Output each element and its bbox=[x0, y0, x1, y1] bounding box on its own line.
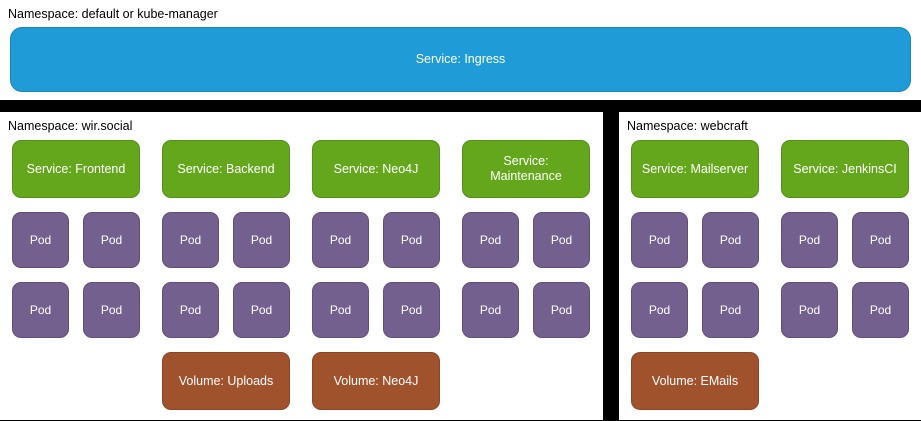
pod-node[interactable]: Pod bbox=[383, 212, 440, 268]
pod-node[interactable]: Pod bbox=[162, 212, 219, 268]
pod-node[interactable]: Pod bbox=[12, 282, 69, 338]
pod-node[interactable]: Pod bbox=[533, 212, 590, 268]
pod-node[interactable]: Pod bbox=[233, 282, 290, 338]
pod-node[interactable]: Pod bbox=[83, 212, 140, 268]
service-node-mailserver[interactable]: Service: Mailserver bbox=[631, 140, 759, 198]
pod-node[interactable]: Pod bbox=[781, 212, 838, 268]
pod-node[interactable]: Pod bbox=[781, 282, 838, 338]
pod-node[interactable]: Pod bbox=[462, 212, 519, 268]
pod-node[interactable]: Pod bbox=[631, 212, 688, 268]
pod-node[interactable]: Pod bbox=[12, 212, 69, 268]
pod-node[interactable]: Pod bbox=[702, 282, 759, 338]
namespace-label-webcraft: Namespace: webcraft bbox=[627, 119, 748, 133]
pod-node[interactable]: Pod bbox=[702, 212, 759, 268]
volume-node-neo4j[interactable]: Volume: Neo4J bbox=[312, 352, 440, 410]
pod-node[interactable]: Pod bbox=[852, 212, 909, 268]
service-node-maintenance[interactable]: Service: Maintenance bbox=[462, 140, 590, 198]
pod-node[interactable]: Pod bbox=[631, 282, 688, 338]
service-node-neo4j[interactable]: Service: Neo4J bbox=[312, 140, 440, 198]
pod-node[interactable]: Pod bbox=[233, 212, 290, 268]
service-node-ingress[interactable]: Service: Ingress bbox=[10, 27, 911, 92]
volume-node-uploads[interactable]: Volume: Uploads bbox=[162, 352, 290, 410]
service-node-frontend[interactable]: Service: Frontend bbox=[12, 140, 140, 198]
namespace-label-wir-social: Namespace: wir.social bbox=[8, 119, 133, 133]
pod-node[interactable]: Pod bbox=[83, 282, 140, 338]
pod-node[interactable]: Pod bbox=[533, 282, 590, 338]
pod-node[interactable]: Pod bbox=[462, 282, 519, 338]
service-node-backend[interactable]: Service: Backend bbox=[162, 140, 290, 198]
namespace-panel-default: Namespace: default or kube-manager Servi… bbox=[0, 0, 921, 100]
pod-node[interactable]: Pod bbox=[312, 212, 369, 268]
pod-node[interactable]: Pod bbox=[312, 282, 369, 338]
pod-node[interactable]: Pod bbox=[852, 282, 909, 338]
pod-node[interactable]: Pod bbox=[162, 282, 219, 338]
service-node-jenkinsci[interactable]: Service: JenkinsCI bbox=[781, 140, 909, 198]
namespace-label-default: Namespace: default or kube-manager bbox=[8, 7, 218, 21]
namespace-panel-wir-social: Namespace: wir.social Service: Frontend … bbox=[0, 112, 603, 420]
namespace-panel-webcraft: Namespace: webcraft Service: Mailserver … bbox=[619, 112, 921, 420]
pod-node[interactable]: Pod bbox=[383, 282, 440, 338]
volume-node-emails[interactable]: Volume: EMails bbox=[631, 352, 759, 410]
